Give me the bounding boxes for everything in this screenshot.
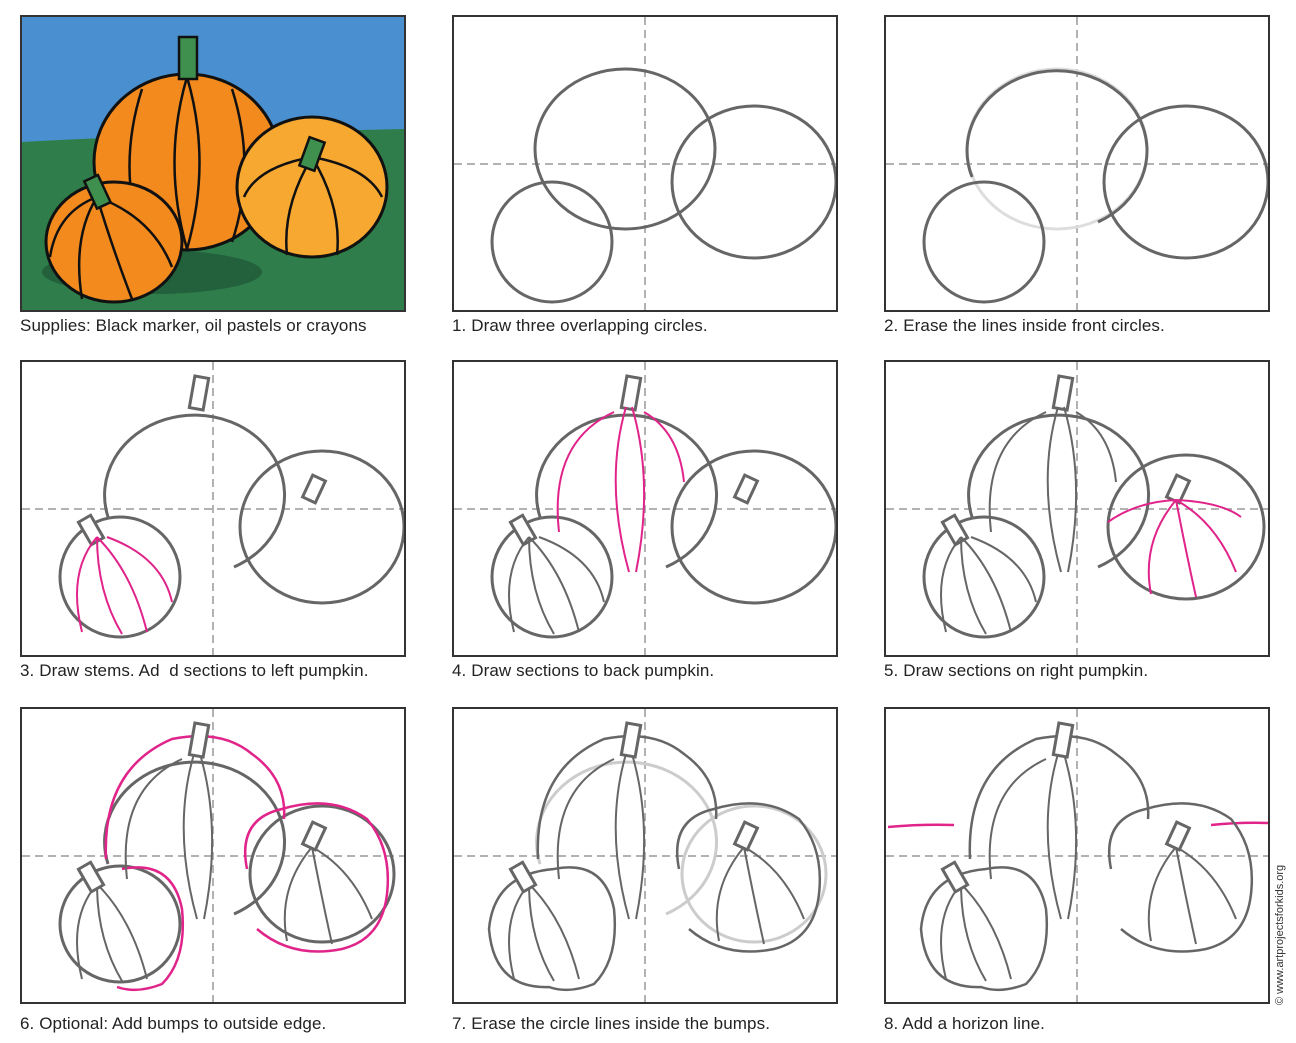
step4-drawing	[454, 362, 836, 655]
step3-drawing	[22, 362, 404, 655]
step5-panel	[884, 360, 1270, 657]
step1-panel	[452, 15, 838, 312]
step7-drawing	[454, 709, 836, 1002]
finished-pumpkins-artwork	[22, 17, 404, 310]
step2-caption: 2. Erase the lines inside front circles.	[884, 316, 1165, 335]
step3-panel	[20, 360, 406, 657]
step6-panel	[20, 707, 406, 1004]
step8-drawing	[886, 709, 1268, 1002]
step7-caption: 7. Erase the circle lines inside the bum…	[452, 1014, 771, 1033]
step2-drawing	[886, 17, 1268, 310]
step5-drawing	[886, 362, 1268, 655]
step3-caption: 3. Draw stems. Ad d sections to left pum…	[20, 661, 369, 680]
step1-caption: 1. Draw three overlapping circles.	[452, 316, 708, 335]
step6-drawing	[22, 709, 404, 1002]
supplies-panel	[20, 15, 406, 312]
copyright-credit: © www.artprojectsforkids.org	[1274, 864, 1286, 1005]
step4-caption: 4. Draw sections to back pumpkin.	[452, 661, 715, 680]
step8-caption: 8. Add a horizon line.	[884, 1014, 1045, 1033]
step6-caption: 6. Optional: Add bumps to outside edge.	[20, 1014, 327, 1033]
supplies-caption: Supplies: Black marker, oil pastels or c…	[20, 316, 367, 335]
step8-panel	[884, 707, 1270, 1004]
step7-panel	[452, 707, 838, 1004]
step1-drawing	[454, 17, 836, 310]
step4-panel	[452, 360, 838, 657]
step5-caption: 5. Draw sections on right pumpkin.	[884, 661, 1149, 680]
step2-panel	[884, 15, 1270, 312]
